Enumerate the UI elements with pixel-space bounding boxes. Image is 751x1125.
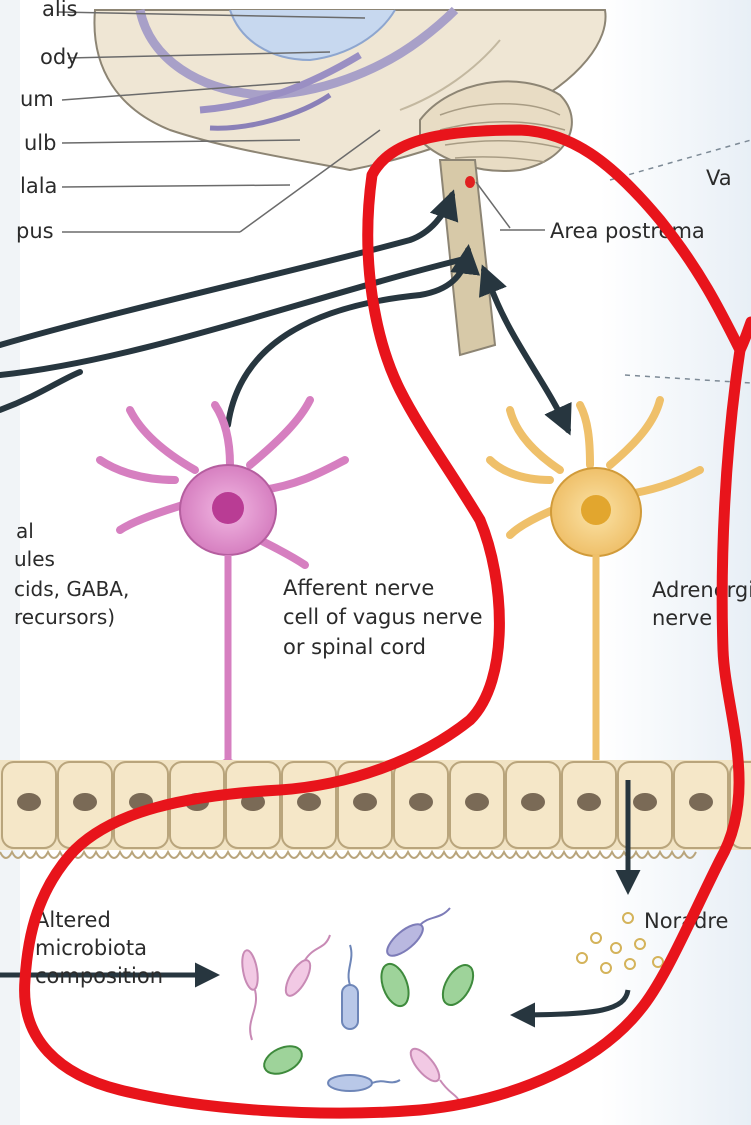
adrenergic-label-line-1: Adrenergic bbox=[652, 578, 751, 602]
microbiota-label-line-1: Altered bbox=[35, 908, 111, 932]
microbiota-label-line-2: microbiota bbox=[35, 936, 147, 960]
molecules-line-2: ules bbox=[14, 547, 55, 571]
brain-label-5: lala bbox=[20, 174, 57, 198]
bacteria-cluster bbox=[240, 908, 480, 1105]
brain-label-6: pus bbox=[16, 219, 54, 243]
afferent-label-line-3: or spinal cord bbox=[283, 635, 426, 659]
area-postrema-dot bbox=[465, 176, 475, 188]
brain-label-3: um bbox=[20, 87, 54, 111]
top-right-label: Va bbox=[706, 166, 732, 190]
adrenergic-label-line-2: nerve bbox=[652, 606, 712, 630]
afferent-label-line-1: Afferent nerve bbox=[283, 576, 434, 600]
brain-illustration bbox=[94, 10, 605, 355]
afferent-label-line-2: cell of vagus nerve bbox=[283, 605, 483, 629]
brain-label-1: alis bbox=[42, 0, 77, 21]
molecules-line-4: recursors) bbox=[14, 605, 115, 629]
brain-label-4: ulb bbox=[24, 131, 56, 155]
microbiota-label-line-3: composition bbox=[35, 964, 163, 988]
brain-label-2: ody bbox=[40, 45, 79, 69]
molecules-line-1: al bbox=[16, 519, 34, 543]
molecules-line-3: cids, GABA, bbox=[14, 577, 129, 601]
